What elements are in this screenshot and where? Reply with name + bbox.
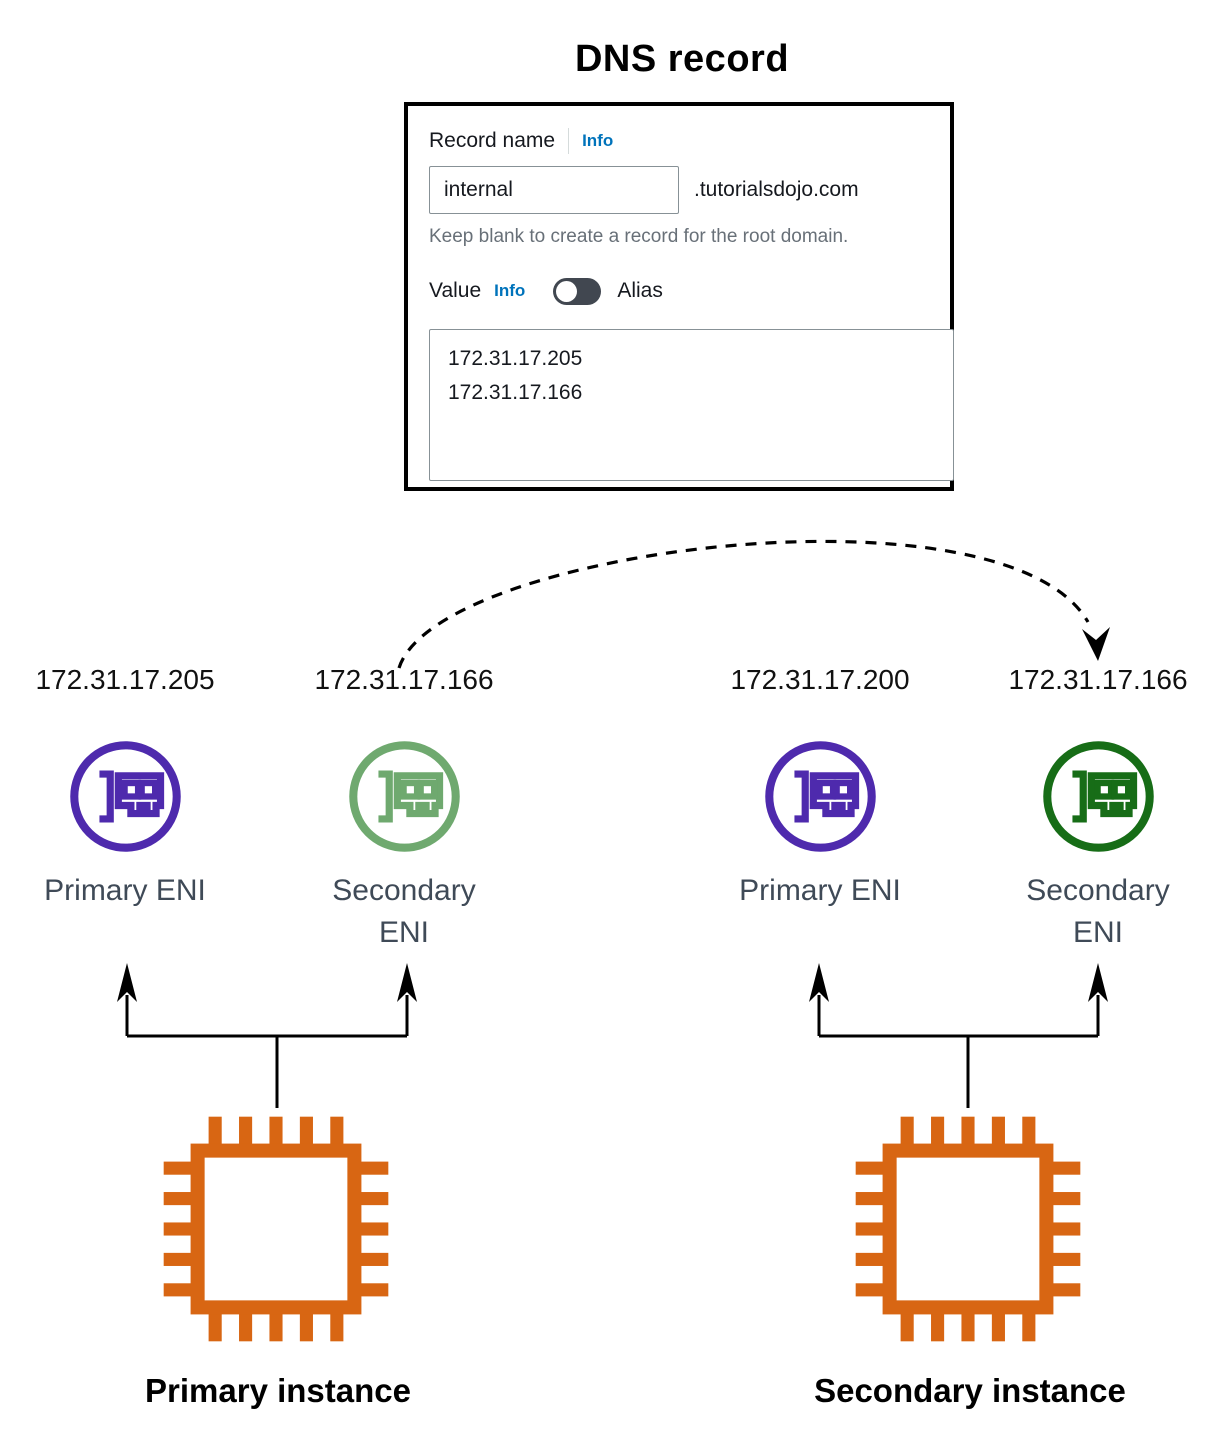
dns-failover-arrowhead [1082,627,1110,661]
instance-label: Secondary instance [814,1372,1126,1409]
eni-label: Secondary ENI [1026,874,1170,949]
eni-ip-label: 172.31.17.166 [1008,664,1188,695]
eni-group-primary-2: 172.31.17.200 Primary ENI [705,663,935,912]
eni-ip-label: 172.31.17.200 [730,664,910,695]
value-textarea[interactable]: 172.31.17.205 172.31.17.166 [429,329,954,481]
network-interface-icon [347,739,462,854]
record-name-helper-text: Keep blank to create a record for the ro… [429,226,849,247]
instance-chip-icon [159,1112,393,1346]
value-row: Value Info Alias [429,276,663,306]
eni-group-secondary-2: 172.31.17.166 Secondary ENI [983,663,1213,954]
value-label: Value [429,279,482,302]
label-divider [568,128,570,154]
eni-label: Primary ENI [739,874,901,907]
eni-ip-label: 172.31.17.166 [314,664,494,695]
network-interface-icon [763,739,878,854]
eni-group-secondary-1: 172.31.17.166 Secondary ENI [289,663,519,954]
value-info-link[interactable]: Info [494,281,526,300]
alias-toggle[interactable] [553,277,602,305]
record-name-input[interactable] [429,166,679,214]
eni-label: Secondary ENI [332,874,476,949]
ip-value-line: 172.31.17.166 [448,381,583,404]
instance-label: Primary instance [145,1372,411,1409]
instance-chip-icon [851,1112,1085,1346]
record-name-info-link[interactable]: Info [582,131,614,150]
eni-label: Primary ENI [44,874,206,907]
record-name-label: Record name [429,129,556,152]
network-interface-icon [68,739,183,854]
dns-record-panel: Record name Info .tutorialsdojo.com Keep… [404,102,954,491]
eni-group-primary-1: 172.31.17.205 Primary ENI [10,663,240,912]
dns-failover-arc [397,539,1090,669]
alias-label: Alias [617,279,663,302]
network-interface-icon [1041,739,1156,854]
eni-ip-label: 172.31.17.205 [35,664,215,695]
page-title: DNS record [574,38,790,80]
ip-value-line: 172.31.17.205 [448,347,583,370]
record-name-row: Record name Info [429,128,613,154]
domain-suffix: .tutorialsdojo.com [694,178,859,201]
alias-toggle-knob [556,280,578,302]
